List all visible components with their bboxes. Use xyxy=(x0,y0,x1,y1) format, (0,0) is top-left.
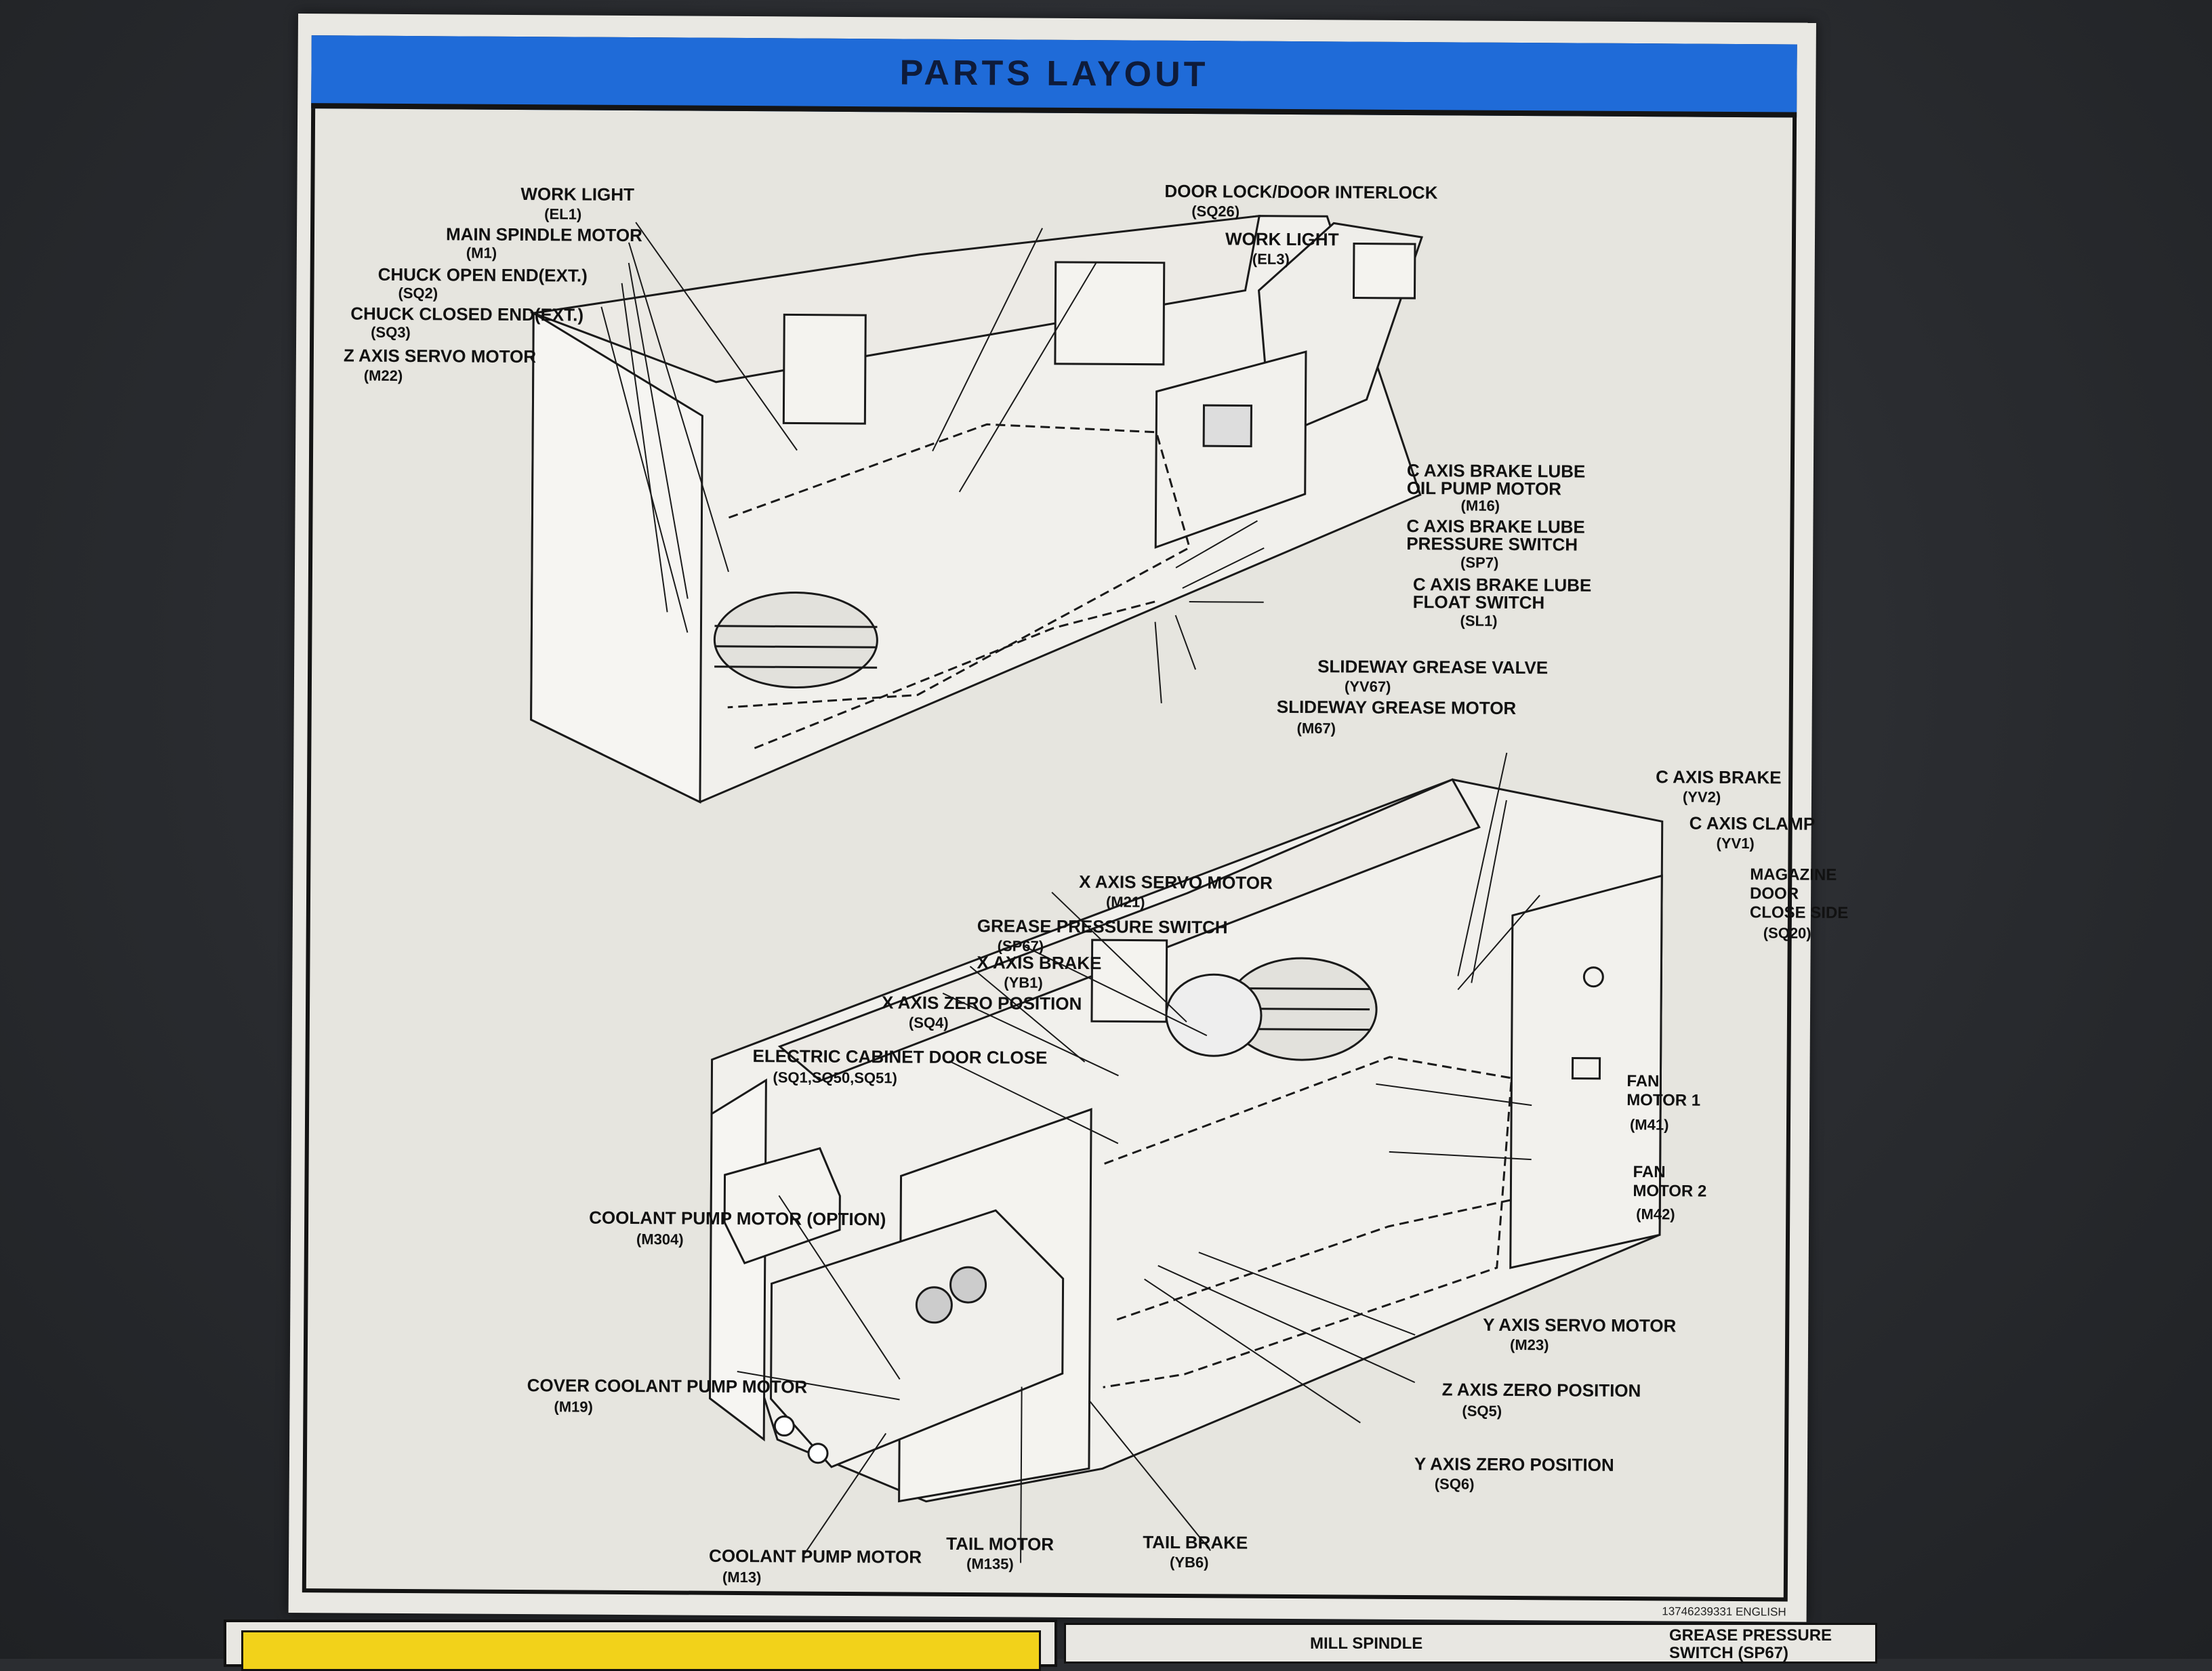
code-sq20: (SQ20) xyxy=(1763,924,1811,942)
label-slideway-grease-motor: SLIDEWAY GREASE MOTOR xyxy=(1276,696,1517,718)
code-m304: (M304) xyxy=(636,1231,684,1248)
label-mill-spindle: MILL SPINDLE xyxy=(1310,1634,1423,1653)
label-oil-pump-motor: OIL PUMP MOTOR xyxy=(1406,478,1562,499)
code-sq2: (SQ2) xyxy=(398,284,438,302)
code-yv1: (YV1) xyxy=(1716,834,1755,852)
upper-turret-block xyxy=(1054,261,1166,366)
label-motor-1: MOTOR 1 xyxy=(1626,1091,1701,1110)
label-x-axis-servo-motor: X AXIS SERVO MOTOR xyxy=(1079,871,1273,893)
code-sq5: (SQ5) xyxy=(1462,1402,1502,1420)
label-coolant-pump-motor: COOLANT PUMP MOTOR xyxy=(709,1545,922,1567)
code-sl1: (SL1) xyxy=(1460,612,1498,630)
code-m13: (M13) xyxy=(722,1568,762,1586)
part-number: 13746239331 ENGLISH xyxy=(1662,1605,1786,1619)
code-m135: (M135) xyxy=(966,1555,1014,1573)
label-y-axis-zero-position: Y AXIS ZERO POSITION xyxy=(1414,1453,1614,1475)
label-work-light-el3: WORK LIGHT xyxy=(1225,228,1339,250)
code-sq4: (SQ4) xyxy=(908,1014,949,1031)
code-m22: (M22) xyxy=(363,367,403,384)
label-grease-pressure: GREASE PRESSURE xyxy=(1669,1626,1832,1645)
label-tail-brake: TAIL BRAKE xyxy=(1143,1531,1248,1553)
code-m19: (M19) xyxy=(554,1398,593,1416)
code-yv2: (YV2) xyxy=(1682,788,1721,806)
code-sq1-sq50-sq51: (SQ1,SQ50,SQ51) xyxy=(773,1069,897,1087)
code-el3: (EL3) xyxy=(1252,250,1290,268)
label-chuck-closed-end: CHUCK CLOSED END(EXT.) xyxy=(350,303,584,325)
label-c-axis-clamp: C AXIS CLAMP xyxy=(1689,812,1816,834)
label-c-axis-brake: C AXIS BRAKE xyxy=(1656,766,1782,788)
label-door-lock: DOOR LOCK/DOOR INTERLOCK xyxy=(1164,180,1438,203)
upper-spindle-coil xyxy=(713,592,878,689)
lower-top-frame xyxy=(777,778,1481,1082)
page-title: PARTS LAYOUT xyxy=(899,53,1209,95)
coolant-tank xyxy=(770,1209,1065,1468)
code-m21: (M21) xyxy=(1105,893,1145,911)
label-z-axis-servo-motor: Z AXIS SERVO MOTOR xyxy=(343,345,537,367)
label-slideway-grease-valve: SLIDEWAY GREASE VALVE xyxy=(1317,656,1549,678)
parts-layout-plate: PARTS LAYOUT xyxy=(288,14,1849,1622)
label-fan-1: FAN xyxy=(1626,1072,1660,1091)
warning-plate xyxy=(224,1620,1057,1671)
label-electric-cabinet: ELECTRIC CABINET DOOR CLOSE xyxy=(752,1046,1048,1068)
lower-right-cabinet xyxy=(1509,874,1663,1269)
code-m23: (M23) xyxy=(1509,1336,1549,1354)
label-pressure-switch: PRESSURE SWITCH xyxy=(1406,533,1578,555)
warning-strip xyxy=(241,1630,1041,1671)
code-m67: (M67) xyxy=(1296,720,1336,737)
code-sq3: (SQ3) xyxy=(371,323,411,342)
code-yv67: (YV67) xyxy=(1344,678,1391,695)
code-yb1: (YB1) xyxy=(1004,974,1043,991)
label-y-axis-servo-motor: Y AXIS SERVO MOTOR xyxy=(1483,1314,1677,1336)
label-work-light-el1: WORK LIGHT xyxy=(520,184,635,205)
code-yb6: (YB6) xyxy=(1169,1553,1209,1571)
chip-conveyor-box xyxy=(1352,243,1416,300)
label-x-axis-zero-position: X AXIS ZERO POSITION xyxy=(882,992,1082,1014)
coolant-cover-box xyxy=(723,1147,841,1264)
label-door: DOOR xyxy=(1750,884,1799,903)
lower-label-plate: MILL SPINDLE GREASE PRESSURE SWITCH (SP6… xyxy=(1064,1623,1877,1664)
label-x-axis-brake: X AXIS BRAKE xyxy=(977,952,1102,974)
label-cover-coolant-pump-motor: COVER COOLANT PUMP MOTOR xyxy=(527,1375,808,1397)
code-sq6: (SQ6) xyxy=(1434,1475,1475,1493)
code-m41: (M41) xyxy=(1629,1116,1669,1134)
label-main-spindle-motor: MAIN SPINDLE MOTOR xyxy=(445,224,642,246)
code-m1: (M1) xyxy=(466,244,497,262)
label-coolant-pump-motor-option: COOLANT PUMP MOTOR (OPTION) xyxy=(589,1207,886,1230)
code-el1: (EL1) xyxy=(544,205,582,223)
label-grease-pressure-switch: GREASE PRESSURE SWITCH xyxy=(977,915,1228,938)
code-m42: (M42) xyxy=(1636,1205,1675,1223)
label-switch-sp67: SWITCH (SP67) xyxy=(1669,1644,1789,1662)
label-z-axis-zero-position: Z AXIS ZERO POSITION xyxy=(1441,1379,1641,1401)
code-sp7: (SP7) xyxy=(1460,554,1499,571)
upper-right-cabinet xyxy=(1154,350,1307,549)
label-close-side: CLOSE SIDE xyxy=(1749,903,1849,922)
code-m16: (M16) xyxy=(1460,497,1500,514)
lower-turret-block xyxy=(1090,938,1168,1023)
upper-top-frame xyxy=(529,214,1261,384)
upper-spindle-block xyxy=(782,313,867,425)
upper-machine-illustration xyxy=(529,214,1664,1563)
label-float-switch: FLOAT SWITCH xyxy=(1412,592,1545,613)
label-chuck-open-end: CHUCK OPEN END(EXT.) xyxy=(377,264,588,286)
label-fan-2: FAN xyxy=(1633,1163,1666,1182)
label-tail-motor: TAIL MOTOR xyxy=(946,1533,1054,1554)
title-bar: PARTS LAYOUT xyxy=(311,35,1797,118)
machine-drawing: WORK LIGHT (EL1) MAIN SPINDLE MOTOR (M1)… xyxy=(302,108,1849,1601)
label-motor-2: MOTOR 2 xyxy=(1633,1182,1707,1201)
code-sq26: (SQ26) xyxy=(1191,203,1240,220)
label-magazine: MAGAZINE xyxy=(1750,865,1837,884)
